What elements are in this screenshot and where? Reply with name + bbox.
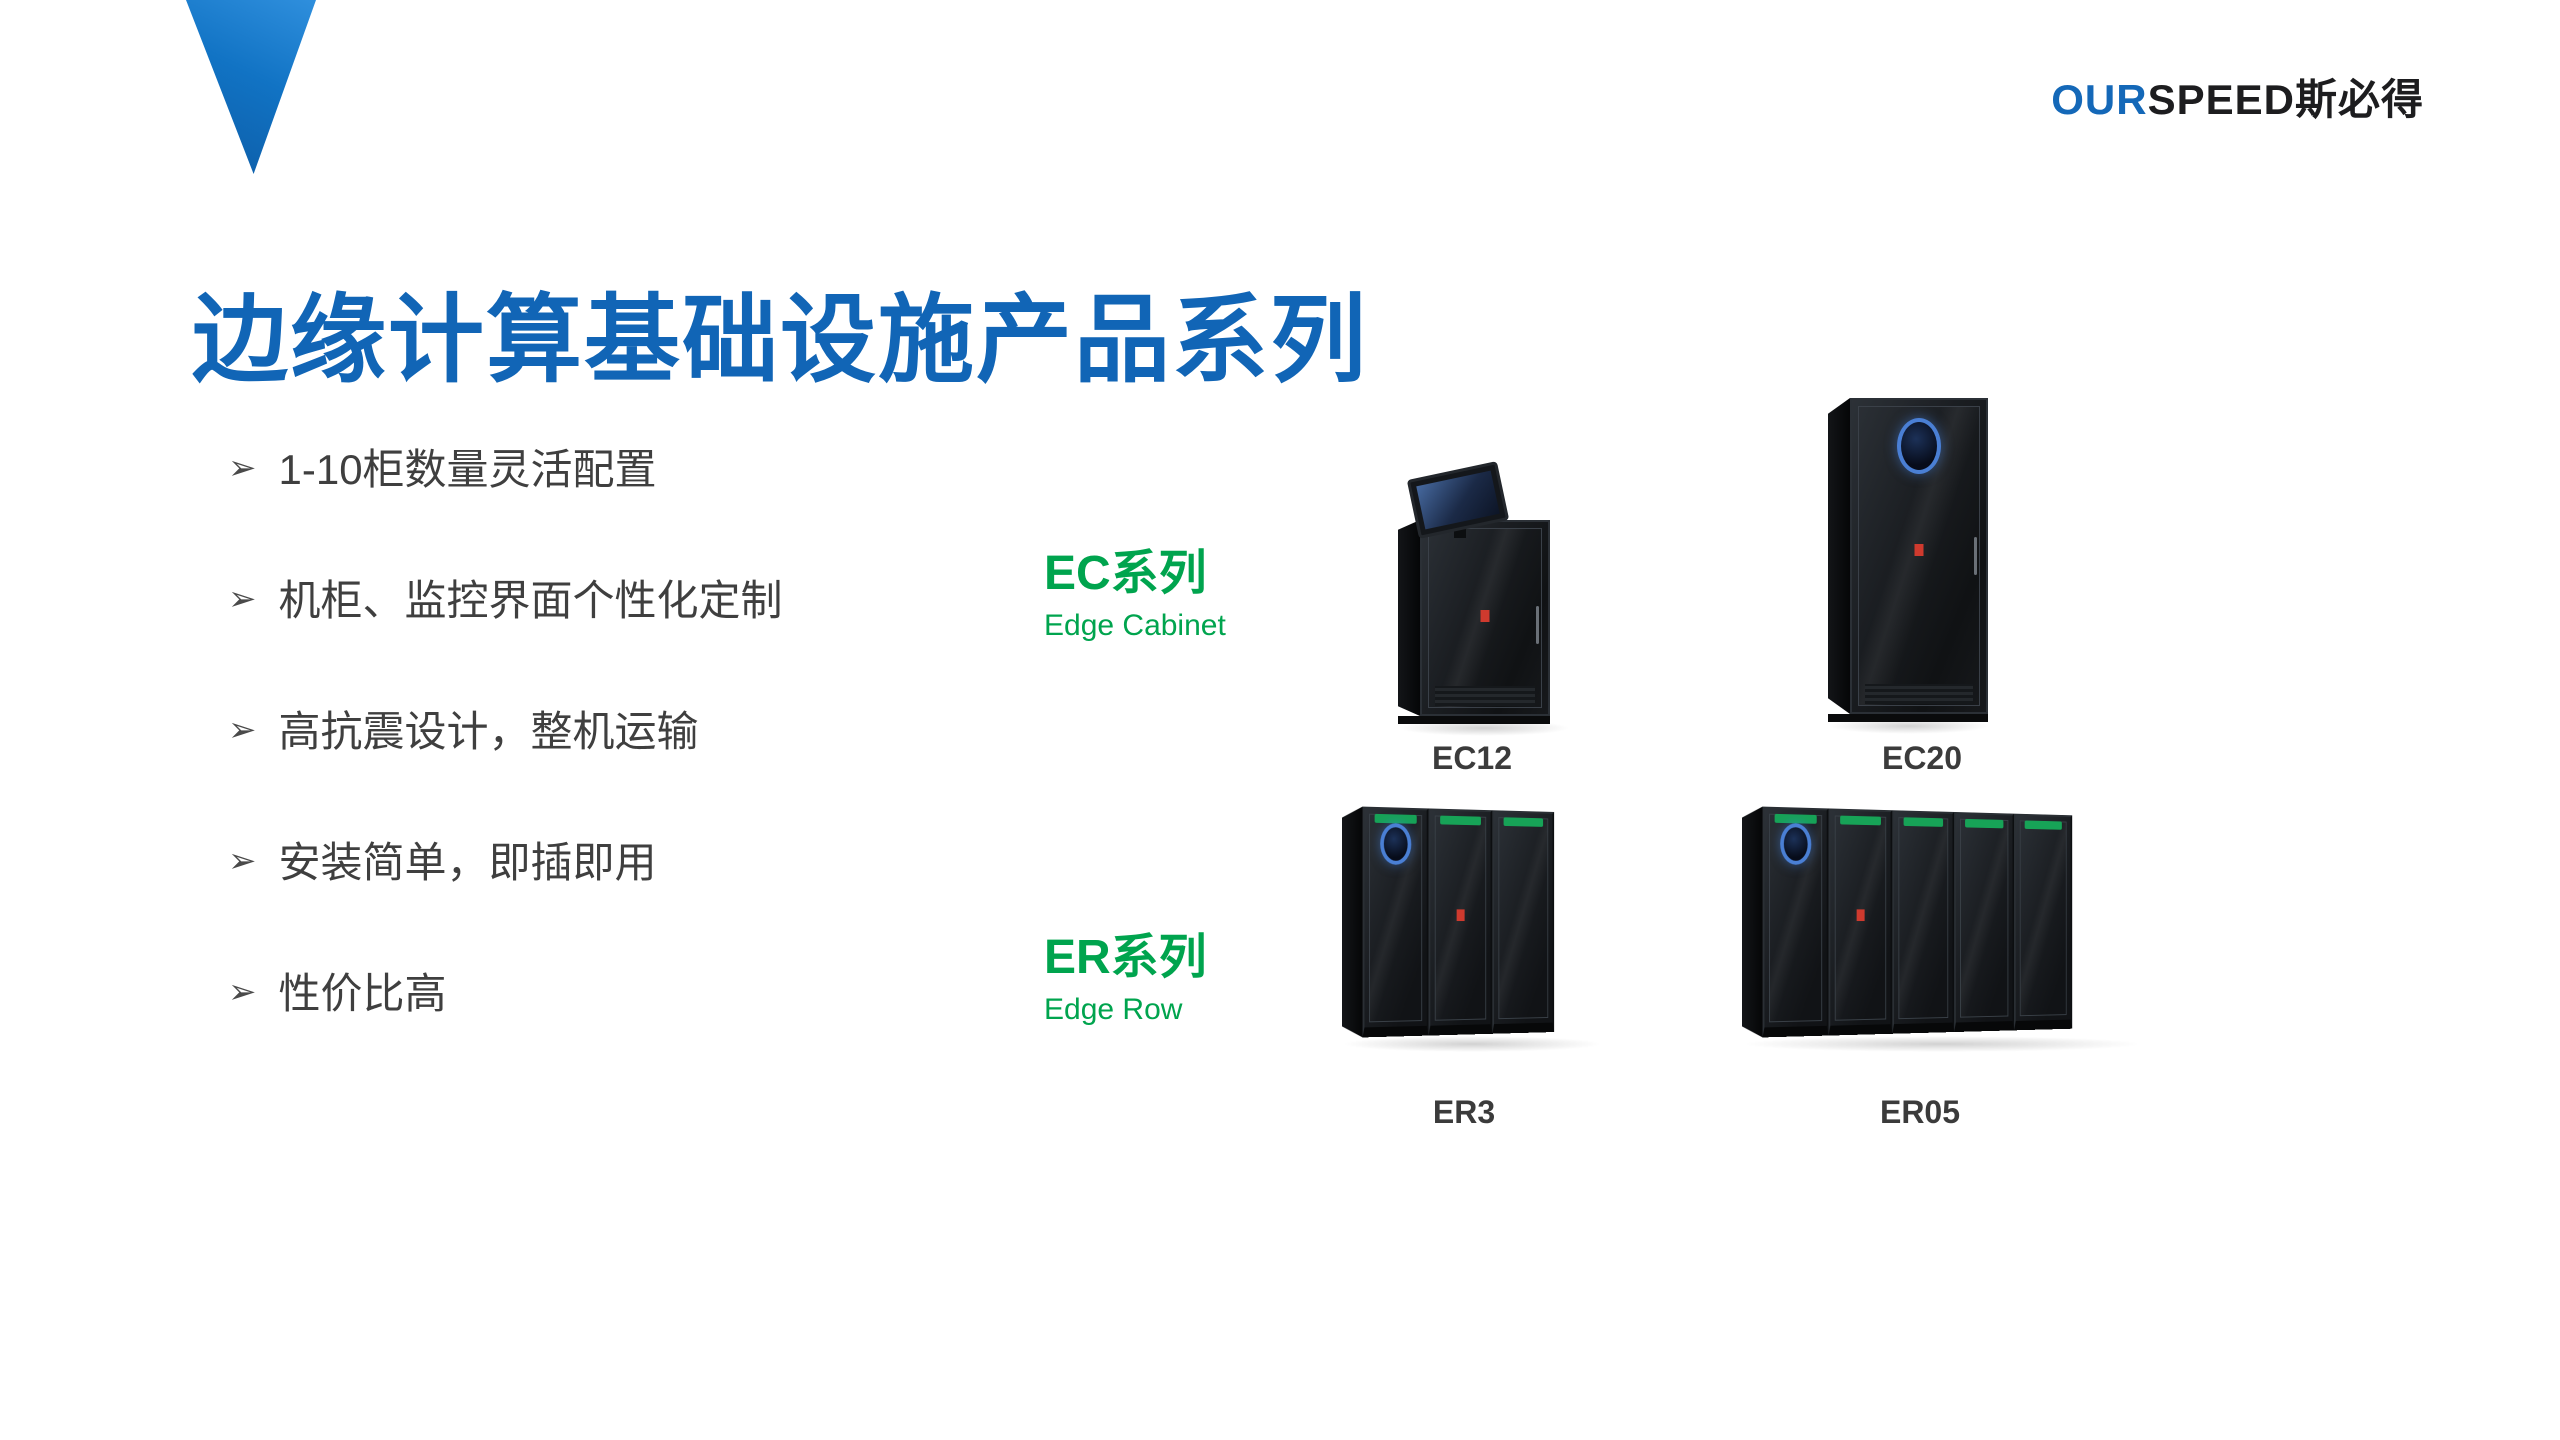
cabinet-door: [1492, 810, 1555, 1034]
bullet-text: 高抗震设计，整机运输: [278, 708, 699, 755]
cabinet-base: [1398, 716, 1550, 724]
list-item: ➢ 性价比高: [228, 960, 783, 1021]
series-subtitle-ec: Edge Cabinet: [1044, 608, 1226, 642]
cabinet-row-body: [1742, 806, 2086, 1038]
red-logo-icon: [1856, 909, 1865, 922]
product-image-ec20: [1828, 398, 1990, 734]
logo-part-cn: 斯必得: [2294, 76, 2424, 123]
green-label-chip: [1840, 815, 1882, 826]
cabinet-door: [1428, 808, 1493, 1036]
bullet-text: 机柜、监控界面个性化定制: [278, 577, 783, 624]
screen-glow: [1416, 470, 1500, 530]
floor-shadow: [1742, 1036, 2142, 1052]
list-item: ➢ 安装简单，即插即用: [228, 829, 783, 890]
cabinet-door: [1850, 398, 1988, 714]
cabinet-door: [1362, 806, 1429, 1038]
red-logo-icon: [1480, 610, 1490, 623]
green-label-chip: [1964, 818, 2004, 829]
product-image-er3: [1342, 806, 1602, 1052]
green-label-chip: [1903, 817, 1944, 827]
series-label-er: ER系列 Edge Row: [1044, 931, 1207, 1027]
product-label-ec12: EC12: [1431, 740, 1513, 776]
cabinet-side: [1742, 806, 1763, 1038]
product-image-ec12: [1398, 461, 1570, 736]
vent-grille: [1865, 684, 1973, 704]
bullet-arrow-icon: ➢: [228, 710, 257, 749]
cabinet-row-body: [1342, 806, 1573, 1038]
cabinet-door: [2014, 813, 2073, 1031]
oval-screen-icon: [1897, 418, 1941, 474]
logo-part-speed: SPEED: [2147, 76, 2295, 123]
logo-part-our: OUR: [2051, 76, 2148, 123]
feature-list: ➢ 1-10柜数量灵活配置 ➢ 机柜、监控界面个性化定制 ➢ 高抗震设计，整机运…: [228, 436, 783, 1091]
cabinet-body: [1828, 398, 1988, 714]
floor-shadow: [1398, 720, 1570, 736]
list-item: ➢ 机柜、监控界面个性化定制: [228, 567, 783, 628]
cabinet-door: [1762, 806, 1829, 1038]
floor-shadow: [1342, 1036, 1602, 1052]
door-handle: [1536, 606, 1539, 645]
door-handle: [1974, 537, 1977, 576]
bullet-text: 性价比高: [278, 970, 447, 1017]
cabinet-base: [1828, 714, 1988, 722]
page-title: 边缘计算基础设施产品系列: [192, 287, 1368, 395]
oval-screen-icon: [1780, 822, 1812, 865]
bullet-text: 安装简单，即插即用: [278, 839, 657, 886]
oval-screen-icon: [1380, 822, 1412, 865]
green-label-chip: [1503, 817, 1544, 827]
product-label-er3: ER3: [1432, 1094, 1496, 1130]
product-image-er05: [1742, 806, 2142, 1052]
cabinet-door: [1892, 810, 1955, 1034]
brand-logo: OURSPEED斯必得: [2051, 66, 2424, 127]
list-item: ➢ 1-10柜数量灵活配置: [228, 436, 783, 497]
cabinet-door: [1828, 808, 1893, 1036]
green-label-chip: [1440, 815, 1482, 826]
red-logo-icon: [1914, 543, 1924, 556]
product-label-ec20: EC20: [1881, 740, 1963, 776]
series-subtitle-er: Edge Row: [1044, 992, 1183, 1026]
series-name-er: ER系列: [1044, 931, 1207, 984]
product-label-er05: ER05: [1879, 1094, 1961, 1130]
corner-ribbon-icon: [186, 0, 316, 174]
vent-grille: [1434, 686, 1536, 706]
green-label-chip: [2024, 820, 2062, 830]
cabinet-door: [1954, 811, 2015, 1033]
cabinet-side: [1342, 806, 1363, 1038]
floor-shadow: [1828, 718, 1990, 734]
series-name-ec: EC系列: [1044, 547, 1207, 600]
bullet-arrow-icon: ➢: [228, 841, 257, 880]
series-label-ec: EC系列 Edge Cabinet: [1044, 547, 1226, 643]
bullet-arrow-icon: ➢: [228, 579, 257, 618]
bullet-arrow-icon: ➢: [228, 972, 257, 1011]
red-logo-icon: [1456, 909, 1465, 922]
cabinet-body: [1398, 520, 1550, 716]
cabinet-side: [1398, 520, 1420, 716]
bullet-arrow-icon: ➢: [228, 448, 257, 487]
cabinet-side: [1828, 398, 1850, 714]
list-item: ➢ 高抗震设计，整机运输: [228, 698, 783, 759]
cabinet-door: [1420, 520, 1550, 716]
bullet-text: 1-10柜数量灵活配置: [278, 446, 657, 493]
